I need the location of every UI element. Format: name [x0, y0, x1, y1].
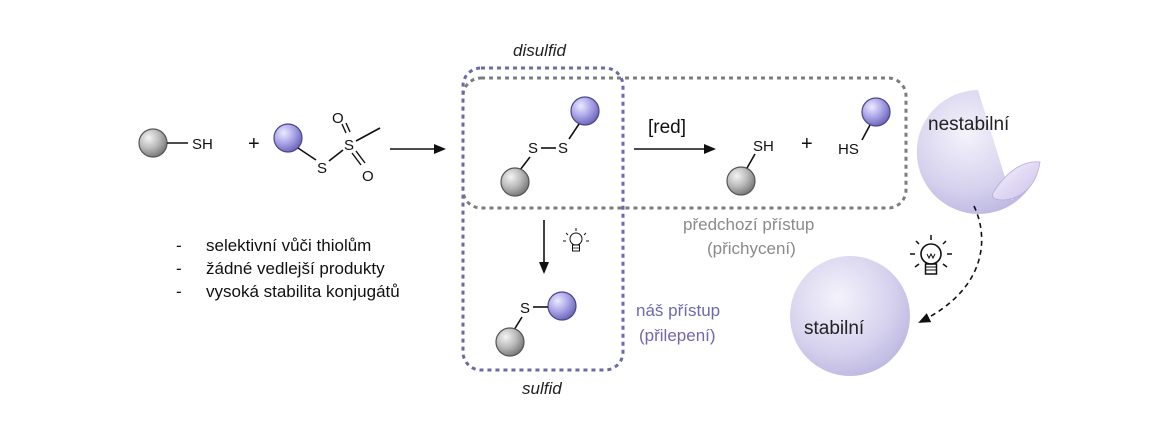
sulfide-sulfur: S	[520, 300, 530, 317]
previous-approach-box	[461, 76, 908, 210]
reduction-reagent: [red]	[648, 117, 686, 138]
thiol-label: SH	[192, 136, 213, 153]
oxygen-top-label: O	[332, 110, 344, 127]
advantage-text: žádné vedlejší produkty	[206, 259, 385, 278]
stable-label: stabilní	[804, 318, 865, 339]
sulfonyl-sulfur-label: S	[344, 137, 354, 154]
bullet-dash: -	[176, 236, 182, 255]
advantage-item: - žádné vedlejší produkty	[176, 257, 400, 280]
lightbulb-icon	[910, 235, 952, 275]
advantage-item: - vysoká stabilita konjugátů	[176, 280, 400, 303]
disulfide-label: disulfid	[513, 41, 566, 60]
reduced-thiol-label-2: HS	[838, 141, 859, 158]
plus-sign: +	[248, 133, 260, 155]
previous-approach-line2: (přichycení)	[707, 239, 796, 258]
purple-sphere-icon	[547, 291, 577, 321]
our-approach-line2: (přilepení)	[639, 326, 716, 345]
methyl-bond	[355, 127, 381, 142]
bond	[297, 147, 317, 161]
double-bond	[351, 152, 362, 166]
bullet-dash: -	[176, 282, 182, 301]
bond	[746, 153, 756, 169]
bond	[861, 124, 871, 141]
bond	[519, 156, 531, 171]
reduced-thiol-label: SH	[753, 138, 774, 155]
purple-sphere-icon	[861, 97, 891, 127]
double-bond	[341, 123, 347, 134]
unstable-label: nestabilní	[928, 114, 1010, 135]
stabilization-arrow	[918, 205, 983, 323]
double-bond	[345, 122, 351, 133]
sticker-bubble-icon	[916, 90, 1041, 214]
bullet-dash: -	[176, 259, 182, 278]
previous-approach-line1: předchozí přístup	[683, 215, 814, 234]
double-bond	[355, 150, 366, 164]
bond	[328, 149, 344, 162]
bond	[568, 123, 580, 140]
purple-sphere-icon	[273, 123, 303, 153]
lightbulb-icon	[563, 228, 589, 252]
gray-sphere-icon	[726, 166, 756, 196]
advantage-text: selektivní vůči thiolům	[206, 236, 372, 255]
stable-bubble	[790, 256, 910, 376]
advantage-item: - selektivní vůči thiolům	[176, 234, 400, 257]
gray-sphere-icon	[138, 128, 168, 158]
our-approach-line1: náš přístup	[636, 301, 720, 320]
disulfide-box	[461, 66, 625, 372]
gray-sphere-icon	[495, 327, 525, 357]
oxygen-bottom-label: O	[362, 168, 374, 185]
advantage-text: vysoká stabilita konjugátů	[206, 282, 400, 301]
bond	[513, 316, 523, 331]
disulfide-sulfur-2: S	[558, 140, 568, 157]
disulfide-sulfur-1: S	[528, 140, 538, 157]
sulfur-label: S	[317, 160, 327, 177]
plus-sign: +	[801, 133, 813, 155]
sulfide-label: sulfid	[522, 379, 562, 398]
purple-sphere-icon	[570, 96, 600, 126]
gray-sphere-icon	[500, 167, 530, 197]
advantages-list: - selektivní vůči thiolům - žádné vedlej…	[176, 234, 400, 303]
